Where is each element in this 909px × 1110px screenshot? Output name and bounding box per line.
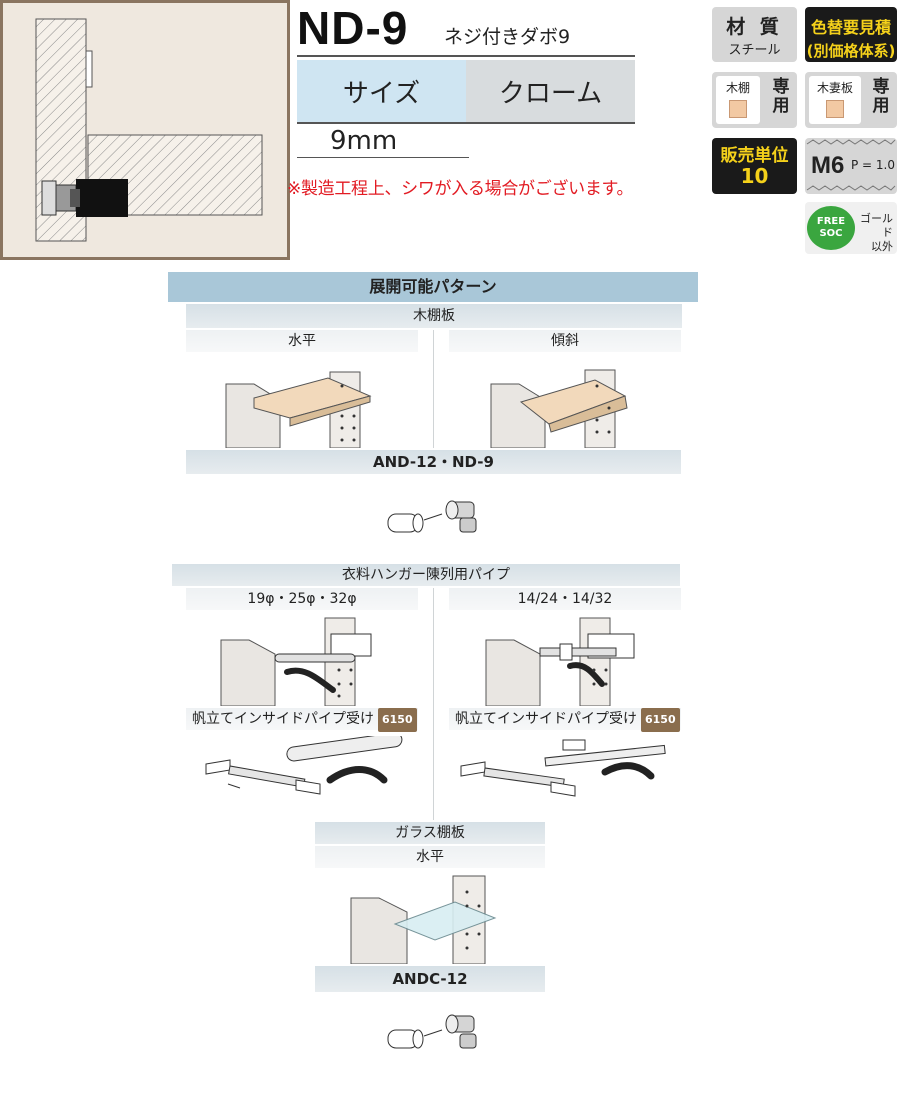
receiver-code-badge: 6150 — [378, 708, 417, 732]
wood-swatch-icon — [826, 100, 844, 118]
material-title: 材 質 — [726, 16, 783, 38]
thread-zigzag-icon — [806, 139, 896, 191]
size-label: サイズ — [297, 60, 466, 122]
size-value-underline — [297, 157, 469, 158]
glass-shelf-illustration — [350, 875, 497, 964]
pipe-oval-illustration — [485, 617, 635, 706]
product-band-1: AND-12・ND-9 — [186, 450, 681, 474]
dedicated-label: 専用 — [872, 77, 890, 116]
size-finish-row: サイズ クローム — [297, 60, 635, 122]
thread-size: M6 — [811, 152, 845, 179]
color-change-line2: (別価格体系) — [806, 42, 896, 60]
title-divider — [297, 55, 635, 57]
free-soc-text-1: ゴールド — [860, 212, 893, 239]
free-soc-text-2: 以外 — [871, 240, 893, 253]
wood-swatch-icon — [729, 100, 747, 118]
wood-shelf-label: 木棚 — [725, 81, 750, 95]
wood-side-badge: 木妻板 専用 — [805, 72, 897, 128]
receiver-oval-illustration — [460, 739, 666, 797]
manufacturing-note: ※製造工程上、シワが入る場合がございます。 — [287, 179, 634, 199]
inclined-header: 傾斜 — [449, 330, 681, 352]
material-badge: 材 質 スチール — [712, 7, 797, 62]
finish-label: クローム — [466, 60, 635, 122]
patterns-title: 展開可能パターン — [168, 272, 698, 302]
material-value: スチール — [728, 43, 781, 58]
free-soc-badge: FREE SOC ゴールド 以外 — [805, 202, 897, 254]
wood-side-label: 木妻板 — [816, 81, 853, 95]
color-change-line1: 色替要見積 — [810, 18, 891, 37]
divider — [433, 588, 434, 820]
size-value: 9mm — [330, 126, 398, 156]
pipe-sizes-oval: 14/24・14/32 — [449, 588, 681, 610]
glass-shelf-header: ガラス棚板 — [315, 822, 545, 844]
dedicated-label: 専用 — [772, 77, 790, 116]
thread-pitch: P = 1.0 — [851, 158, 896, 172]
wood-shelf-header: 木棚板 — [186, 304, 682, 328]
sales-unit-badge: 販売単位 10 — [712, 138, 797, 194]
wood-shelf-inclined-illustration — [490, 369, 628, 448]
sales-unit-title: 販売単位 — [720, 146, 789, 166]
pipe-round-illustration — [220, 617, 372, 706]
wood-shelf-horizontal-illustration — [225, 371, 372, 448]
section-drawing — [0, 0, 290, 260]
divider — [433, 330, 434, 448]
color-change-badge: 色替要見積 (別価格体系) — [805, 7, 897, 62]
glass-horizontal-header: 水平 — [315, 846, 545, 868]
dowel-parts-icon — [387, 500, 477, 533]
model-title: ND-9 — [297, 2, 409, 54]
receiver-code-badge: 6150 — [641, 708, 680, 732]
sales-unit-value: 10 — [740, 164, 769, 188]
pipe-sizes-round: 19φ・25φ・32φ — [186, 588, 418, 610]
receiver-round-illustration — [205, 736, 403, 795]
product-band-2: ANDC-12 — [315, 966, 545, 992]
thread-badge: M6 P = 1.0 — [805, 138, 897, 194]
pipe-header: 衣料ハンガー陳列用パイプ — [172, 564, 680, 586]
horizontal-header: 水平 — [186, 330, 418, 352]
section-drawing-illustration — [35, 18, 263, 242]
product-name: ネジ付きダボ9 — [444, 26, 571, 48]
size-divider — [297, 122, 635, 124]
free-soc-logo-icon: FREE SOC — [807, 206, 855, 250]
dowel-parts-icon — [387, 1014, 477, 1049]
wood-shelf-badge: 木棚 専用 — [712, 72, 797, 128]
